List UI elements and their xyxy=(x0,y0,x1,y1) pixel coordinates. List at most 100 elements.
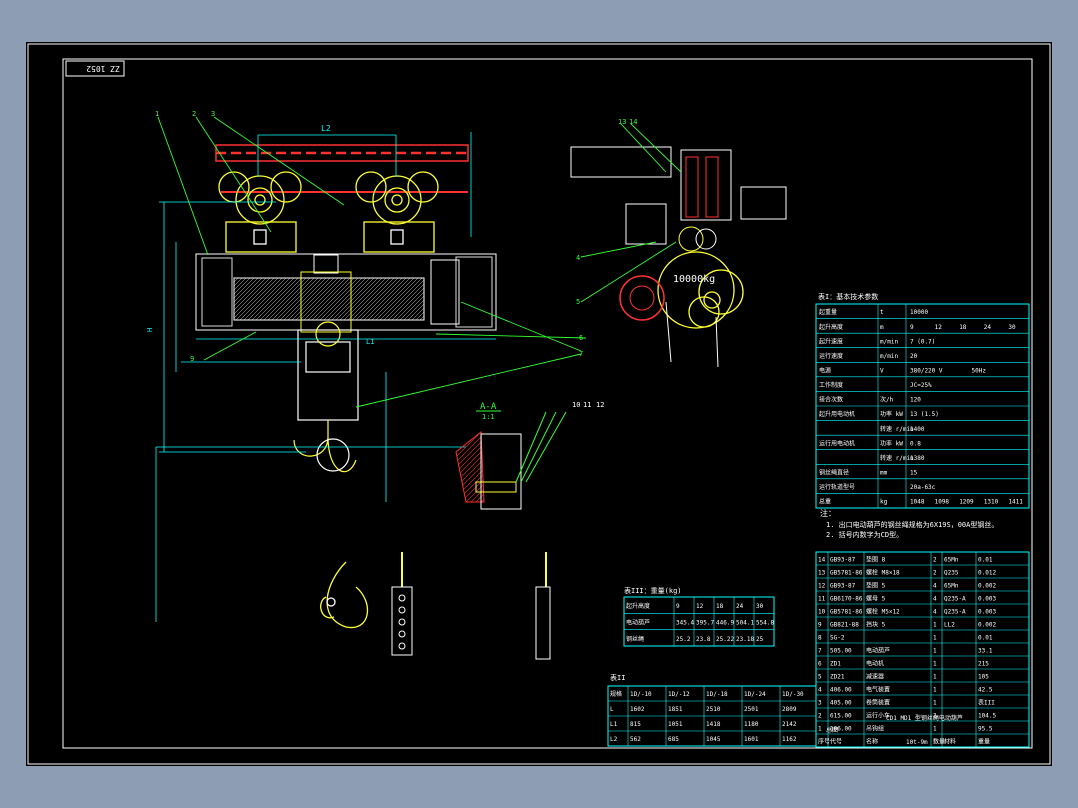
callout-3: 3 xyxy=(211,110,215,118)
bom-cell: 14 xyxy=(818,556,826,563)
bom-cell: 65Mn xyxy=(944,556,959,563)
bom-cell: 螺母 5 xyxy=(866,594,886,602)
table1-cell: 1048 xyxy=(910,499,925,506)
section-label: A-A xyxy=(480,402,497,412)
trolley-right xyxy=(355,171,439,253)
table3-cell: 345.4 xyxy=(676,619,694,626)
table2-cell: 1851 xyxy=(668,706,683,713)
table1-cell: 电源 xyxy=(819,366,831,374)
hook-detail xyxy=(320,561,369,629)
table2-cell: 1D/-10 xyxy=(630,691,652,698)
table2-cell: 685 xyxy=(668,736,679,743)
bom-cell: 104.5 xyxy=(978,712,996,719)
hook-load-label: 10000kg xyxy=(673,274,715,285)
table2-title: 表II xyxy=(610,673,625,682)
table3-cell: 554.8 xyxy=(756,619,774,626)
table1-cell: 转速 r/min xyxy=(880,425,914,433)
table3-cell: 30 xyxy=(756,603,764,610)
table1-cell: 1209 xyxy=(959,499,974,506)
bom-cell: 4 xyxy=(933,582,937,589)
bom-cell: GB93-87 xyxy=(830,556,856,563)
table2-cell: 2501 xyxy=(744,706,759,713)
bom-cell: 3 xyxy=(818,699,822,706)
table1-cell: 次/h xyxy=(880,396,894,404)
trolley-left xyxy=(218,171,302,253)
table2-cell: L2 xyxy=(610,736,618,743)
callout-14: 14 xyxy=(629,118,637,126)
side-hook-block xyxy=(657,251,744,329)
table1-cell: 功率 kW xyxy=(880,439,903,447)
pendant-front xyxy=(391,552,413,656)
bom-cell: 序号 xyxy=(818,737,830,745)
code-box-text: ZZ 1052 xyxy=(86,64,120,73)
table1-cell: 运行速度 xyxy=(819,352,843,360)
table2-cell: 规格 xyxy=(610,690,622,698)
bom-cell: 7 xyxy=(818,647,822,654)
table1-cell: 12 xyxy=(935,324,943,331)
cad-viewport[interactable]: ZZ 1052 xyxy=(26,42,1052,766)
callout-10: 10 xyxy=(572,401,580,409)
table2-cell: 1045 xyxy=(706,736,721,743)
bom-cell: GB821-88 xyxy=(830,621,859,628)
table1-cell: 9 xyxy=(910,324,914,331)
dim-l1: L1 xyxy=(366,338,374,346)
table1-cell: 总重 xyxy=(819,498,831,506)
table1-cell: 起升速度 xyxy=(819,337,843,345)
bom-cell: 65Mn xyxy=(944,582,959,589)
bom-cell: 0.002 xyxy=(978,621,996,628)
bom-cell: LL2 xyxy=(944,621,955,628)
bom-cell: 105 xyxy=(978,673,989,680)
section-scale: 1:1 xyxy=(482,413,495,421)
table3-cell: 25 xyxy=(756,636,764,643)
table1-cell: 18 xyxy=(959,324,967,331)
callout-9: 9 xyxy=(190,355,194,363)
callout-7: 7 xyxy=(579,350,583,358)
table2-cell: 815 xyxy=(630,721,641,728)
bom-cell: 9 xyxy=(818,621,822,628)
table1-cell: 1098 xyxy=(935,499,950,506)
bom-cell: 名称 xyxy=(866,737,878,745)
table2-cell: L xyxy=(610,706,614,713)
table3-cell: 395.7 xyxy=(696,619,714,626)
title-block-sheet: 10t-9m xyxy=(906,739,928,746)
bom-cell: 吊钩组 xyxy=(866,724,884,732)
callout-6: 6 xyxy=(579,334,583,342)
bom-cell: 215 xyxy=(978,660,989,667)
table1-title: 表I：基本技术参数 xyxy=(818,292,878,301)
table1-cell: 转速 r/min xyxy=(880,454,914,462)
bom-cell: ZD1 xyxy=(830,660,841,667)
table1-cell: 运行轨道型号 xyxy=(819,483,855,491)
table1-cell: 1400 xyxy=(910,426,925,433)
hook-block xyxy=(293,321,359,473)
table1-cell: m/min xyxy=(880,353,898,360)
table3-cell: 23.8 xyxy=(696,636,711,643)
table3-cell: 23.18 xyxy=(736,636,754,643)
drawing-canvas: ZZ 1052 xyxy=(27,43,1051,765)
table1-cell: 10000 xyxy=(910,309,928,316)
table1-cell: JC=25% xyxy=(910,382,932,389)
bom-cell: 4 xyxy=(818,686,822,693)
bom-cell: 材料 xyxy=(944,737,956,745)
bom-cell: 1 xyxy=(933,699,937,706)
table3-title: 表III：重量(kg) xyxy=(624,586,682,595)
title-block-name: CD1 MD1 型钢丝绳电动葫芦 xyxy=(886,714,963,722)
bom-cell: 卷筒装置 xyxy=(866,698,890,706)
table3-cell: 起升高度 xyxy=(626,602,650,610)
bom-cell: 0.01 xyxy=(978,634,993,641)
table2-cell: 1D/-30 xyxy=(782,691,804,698)
bom-cell: 2 xyxy=(818,712,822,719)
table2-cell: 562 xyxy=(630,736,641,743)
bom-cell: 数量 xyxy=(933,737,945,745)
table3-cell: 504.1 xyxy=(736,619,754,626)
table1-cell: 24 xyxy=(984,324,992,331)
bom-cell: 代号 xyxy=(830,737,842,745)
leader-lines xyxy=(157,116,587,408)
bom-cell: 螺栓 M8×18 xyxy=(866,568,900,576)
callout-12: 12 xyxy=(596,401,604,409)
table2-cell: 1D/-24 xyxy=(744,691,766,698)
section-a-a: A-A 1:1 10 11 12 xyxy=(455,401,604,510)
table1-cell: m/min xyxy=(880,338,898,345)
bom-cell: ZD21 xyxy=(830,673,845,680)
table1-cell: 钢丝绳直径 xyxy=(819,468,849,476)
